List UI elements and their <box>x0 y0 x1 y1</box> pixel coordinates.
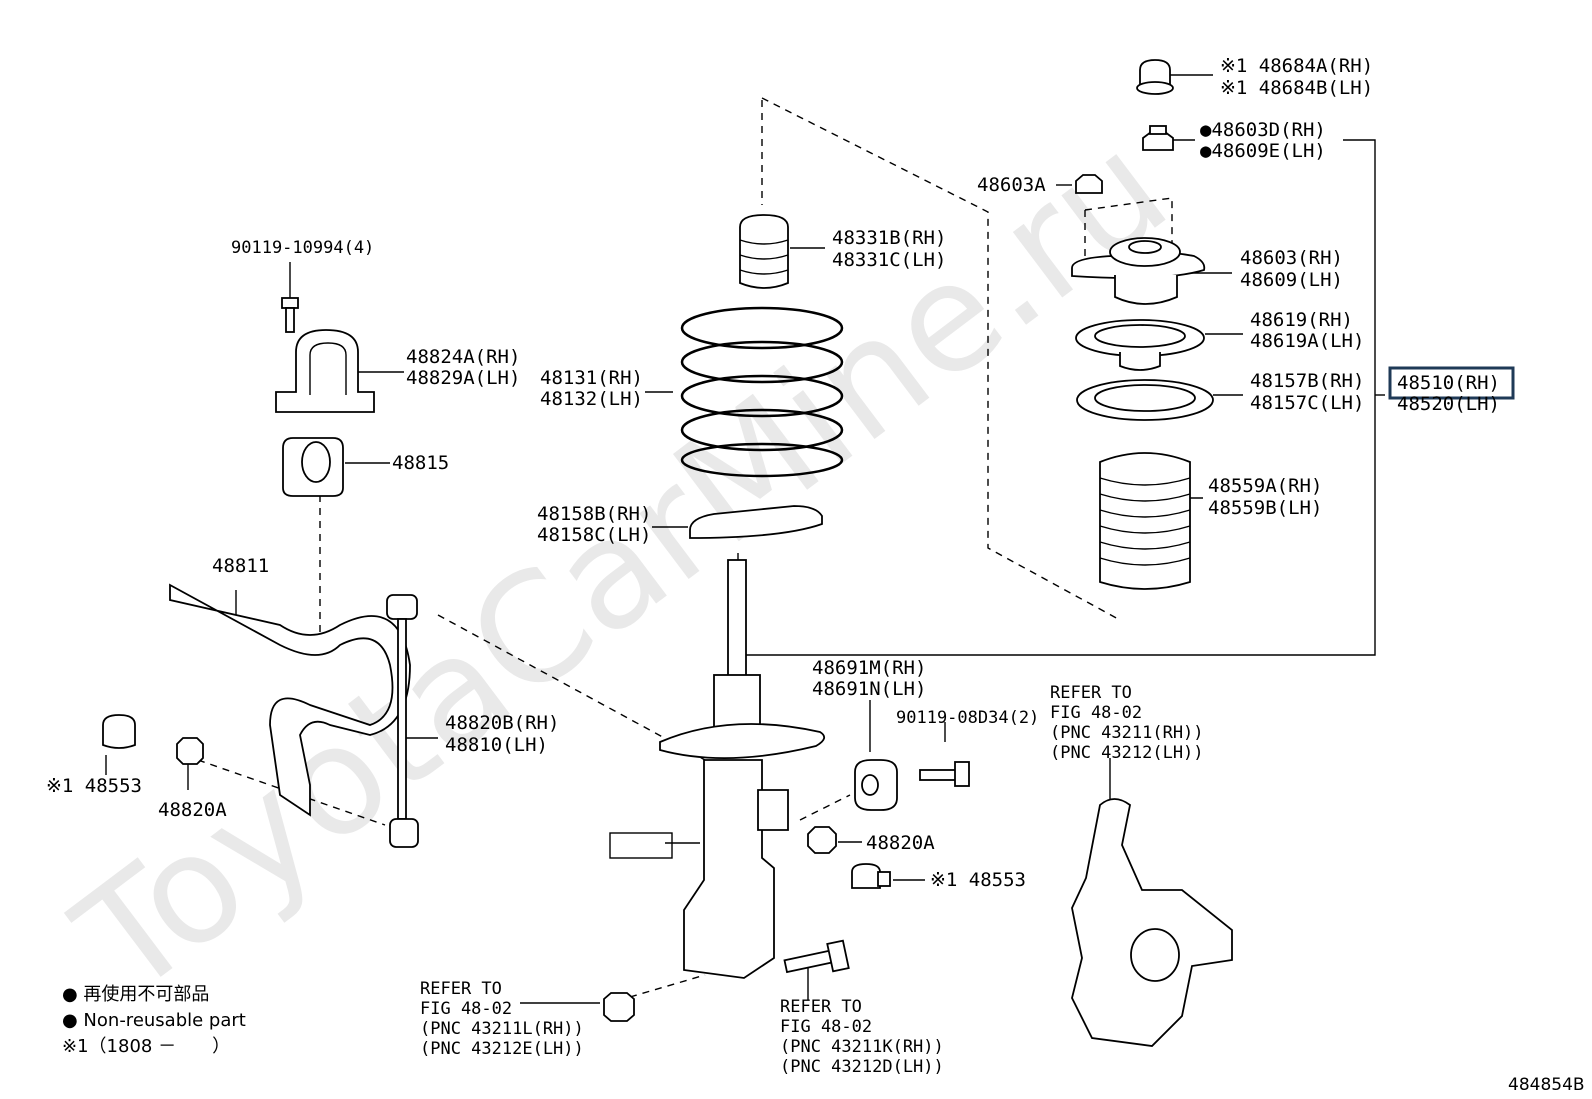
label-48820A-left[interactable]: 48820A <box>158 799 227 821</box>
label-48619-rh[interactable]: 48619(RH) <box>1250 309 1353 331</box>
label-48158C-lh[interactable]: 48158C(LH) <box>537 524 651 546</box>
label-48331B-rh[interactable]: 48331B(RH) <box>832 227 946 249</box>
label-48559B-lh[interactable]: 48559B(LH) <box>1208 497 1322 519</box>
label-48811[interactable]: 48811 <box>212 555 269 577</box>
label-48131-rh[interactable]: 48131(RH) <box>540 367 643 389</box>
label-48820A-right[interactable]: 48820A <box>866 832 935 854</box>
nut-48603A-part[interactable] <box>1075 174 1103 194</box>
label-48603D-rh[interactable]: ●48603D(RH) <box>1200 119 1326 141</box>
bolt-90119-10994-part[interactable] <box>281 297 299 333</box>
label-48829A-lh[interactable]: 48829A(LH) <box>406 367 520 389</box>
refer-nut-note: REFER TO FIG 48-02 (PNC 43211L(RH)) (PNC… <box>420 979 584 1059</box>
label-48810-lh[interactable]: 48810(LH) <box>445 734 548 756</box>
refer-nut-line1: REFER TO <box>420 979 502 999</box>
legend-line-en: ● Non-reusable part <box>62 1010 246 1031</box>
nut-48820A-right-part[interactable] <box>807 826 837 854</box>
cap-nut-48553-right-part[interactable] <box>851 863 891 889</box>
legend: ● 再使用不可部品 ● Non-reusable part ※1（1808 － … <box>62 984 246 1057</box>
label-48815[interactable]: 48815 <box>392 452 449 474</box>
lower-insulator-48158-part[interactable] <box>689 505 823 539</box>
label-90119-10994[interactable]: 90119-10994(4) <box>231 238 374 258</box>
bolt-refer-43211K-part[interactable] <box>783 939 850 974</box>
label-48603A[interactable]: 48603A <box>977 174 1046 196</box>
label-48820B-rh[interactable]: 48820B(RH) <box>445 712 559 734</box>
nut-48820A-left-part[interactable] <box>176 737 204 765</box>
bellows-48559-part[interactable] <box>1099 452 1191 590</box>
refer-knuckle-line2: FIG 48-02 <box>1050 703 1142 723</box>
refer-knuckle-line3[interactable]: (PNC 43211(RH)) <box>1050 723 1204 743</box>
label-48132-lh[interactable]: 48132(LH) <box>540 388 643 410</box>
steering-knuckle-part[interactable] <box>1071 798 1233 1047</box>
cap-nut-48553-left-part[interactable] <box>102 714 136 749</box>
label-48157C-lh[interactable]: 48157C(LH) <box>1250 392 1364 414</box>
label-48553-right[interactable]: ※1 48553 <box>930 869 1026 891</box>
bump-stop-48331-part[interactable] <box>739 214 789 289</box>
label-90119-08D34[interactable]: 90119-08D34(2) <box>896 708 1039 728</box>
bracket-48824-part[interactable] <box>275 329 375 413</box>
label-48609E-lh[interactable]: ●48609E(LH) <box>1200 140 1326 162</box>
cap-nut-48684-part[interactable] <box>1136 59 1174 95</box>
nut-refer-43211L-part[interactable] <box>603 992 635 1022</box>
refer-bolt-line3[interactable]: (PNC 43211K(RH)) <box>780 1037 944 1057</box>
label-48609-lh[interactable]: 48609(LH) <box>1240 269 1343 291</box>
label-48331C-lh[interactable]: 48331C(LH) <box>832 249 946 271</box>
bushing-48815-part[interactable] <box>282 437 344 497</box>
label-48824A-rh[interactable]: 48824A(RH) <box>406 346 520 368</box>
bolt-90119-08D34-part[interactable] <box>919 761 970 787</box>
refer-nut-line4[interactable]: (PNC 43212E(LH)) <box>420 1039 584 1059</box>
label-48684-rh[interactable]: ※1 48684A(RH) <box>1220 55 1373 77</box>
legend-line-jp: ● 再使用不可部品 <box>62 984 209 1005</box>
mark-box <box>609 832 673 859</box>
refer-bolt-note: REFER TO FIG 48-02 (PNC 43211K(RH)) (PNC… <box>780 997 944 1077</box>
stabilizer-bar-48811-part[interactable] <box>169 583 411 817</box>
spring-seat-48157-part[interactable] <box>1076 379 1214 421</box>
label-48684-lh[interactable]: ※1 48684B(LH) <box>1220 77 1373 99</box>
label-48691N-lh[interactable]: 48691N(LH) <box>812 678 926 700</box>
refer-bolt-line2: FIG 48-02 <box>780 1017 872 1037</box>
diagram-id: 484854B <box>1508 1075 1585 1095</box>
label-48559A-rh[interactable]: 48559A(RH) <box>1208 475 1322 497</box>
stabilizer-link-48820B-part[interactable] <box>386 594 419 848</box>
label-48603-rh[interactable]: 48603(RH) <box>1240 247 1343 269</box>
refer-nut-line3[interactable]: (PNC 43211L(RH)) <box>420 1019 584 1039</box>
strut-48510-part[interactable] <box>659 559 826 979</box>
refer-bolt-line1: REFER TO <box>780 997 862 1017</box>
refer-bolt-line4[interactable]: (PNC 43212D(LH)) <box>780 1057 944 1077</box>
coil-spring-48131-part[interactable] <box>680 306 844 478</box>
upper-support-48603-part[interactable] <box>1071 237 1206 305</box>
label-48158B-rh[interactable]: 48158B(RH) <box>537 503 651 525</box>
legend-line-note: ※1（1808 － ） <box>62 1036 230 1057</box>
bushing-48691-part[interactable] <box>854 759 898 811</box>
label-48157B-rh[interactable]: 48157B(RH) <box>1250 370 1364 392</box>
nut-48603D-part[interactable] <box>1142 125 1174 151</box>
label-48619A-lh[interactable]: 48619A(LH) <box>1250 330 1364 352</box>
bearing-48619-part[interactable] <box>1075 319 1205 371</box>
label-48520-lh[interactable]: 48520(LH) <box>1397 393 1500 415</box>
part-labels: ※1 48684A(RH) ※1 48684B(LH) ●48603D(RH) … <box>46 55 1500 891</box>
label-48553-left[interactable]: ※1 48553 <box>46 775 142 797</box>
refer-nut-line2: FIG 48-02 <box>420 999 512 1019</box>
refer-knuckle-line4[interactable]: (PNC 43212(LH)) <box>1050 743 1204 763</box>
label-48691M-rh[interactable]: 48691M(RH) <box>812 657 926 679</box>
selected-part-highlight[interactable] <box>1388 366 1515 400</box>
refer-knuckle-line1: REFER TO <box>1050 683 1132 703</box>
label-48510-rh[interactable]: 48510(RH) <box>1397 372 1500 394</box>
refer-knuckle-note: REFER TO FIG 48-02 (PNC 43211(RH)) (PNC … <box>1050 683 1204 763</box>
